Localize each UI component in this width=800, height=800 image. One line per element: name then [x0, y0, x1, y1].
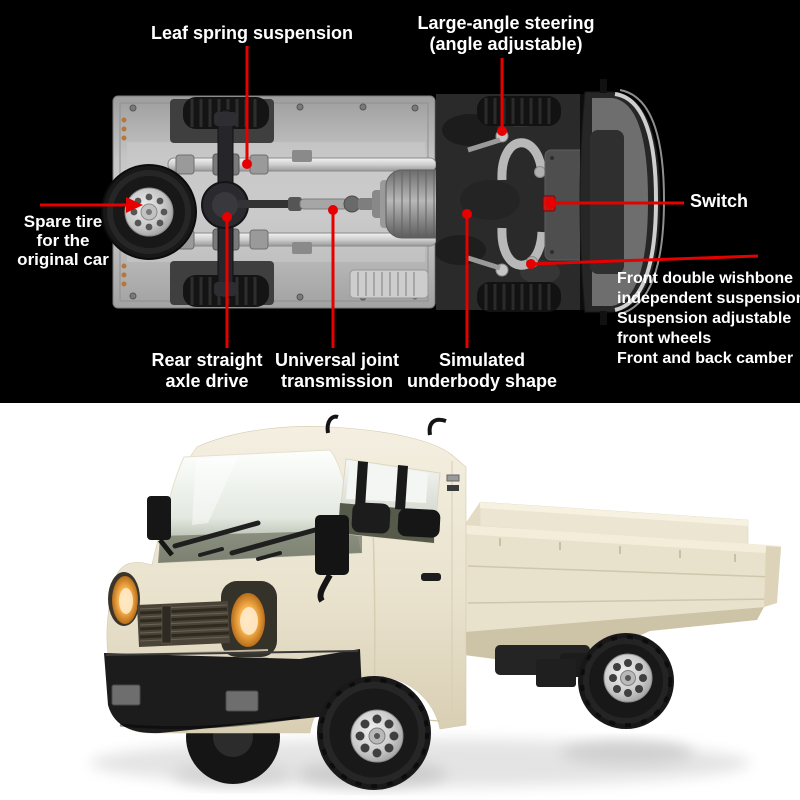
- label-front-suspension-line4: front wheels: [617, 330, 712, 347]
- bumper-marker-right: [225, 690, 259, 712]
- seat: [397, 508, 441, 538]
- right-mirror: [315, 515, 349, 575]
- label-front-suspension-line3: Suspension adjustable: [617, 310, 792, 327]
- label-spare-tire: Spare tire for the original car: [17, 212, 109, 269]
- label-spare-tire-line2: for the: [36, 231, 90, 250]
- hinge-pins: [121, 117, 127, 287]
- label-front-suspension-line5: Front and back camber: [617, 350, 794, 367]
- label-front-suspension-line1: Front double wishbone: [617, 270, 793, 287]
- truck-photo: [90, 414, 781, 790]
- truck-front-face: [108, 572, 277, 672]
- window-pillar: [355, 461, 368, 508]
- label-large-angle-steering-line2: (angle adjustable): [429, 34, 583, 54]
- roof-hook: [325, 414, 339, 434]
- label-large-angle-steering: Large-angle steering (angle adjustable): [417, 13, 594, 55]
- chassis-illustration: [40, 46, 759, 348]
- label-spare-tire-line1: Spare tire: [23, 212, 103, 231]
- windshield: [157, 449, 363, 564]
- front-wheel: [317, 676, 431, 790]
- wipers: [172, 520, 318, 561]
- label-front-suspension: Front double wishbone independent suspen…: [617, 269, 800, 369]
- grille: [137, 601, 230, 647]
- front-wheels: [477, 96, 561, 312]
- label-large-angle-steering-line1: Large-angle steering: [417, 13, 595, 33]
- roof-hook: [427, 417, 447, 436]
- pillar-vent: [446, 474, 460, 482]
- label-spare-tire-line3: original car: [17, 250, 109, 269]
- chassis-diagram-section: Leaf spring suspension Large-angle steer…: [0, 0, 800, 403]
- rear-wheel: [578, 633, 674, 729]
- label-universal-joint-line2: transmission: [280, 371, 394, 391]
- front-bumper: [104, 649, 362, 734]
- label-leaf-spring-suspension: Leaf spring suspension: [150, 23, 354, 43]
- label-underbody-shape: Simulated underbody shape: [407, 350, 557, 392]
- rear-axle-driveline: [201, 109, 374, 299]
- seat: [351, 502, 391, 534]
- window-pillar: [395, 465, 408, 510]
- bed-bolts: [129, 103, 419, 301]
- label-switch: Switch: [690, 191, 749, 211]
- label-universal-joint: Universal joint transmission: [275, 350, 399, 392]
- label-universal-joint-line1: Universal joint: [274, 350, 400, 370]
- battery-door: [349, 269, 429, 299]
- label-rear-axle-line2: axle drive: [165, 371, 249, 391]
- door-handle: [421, 573, 441, 581]
- cab-details: [147, 414, 460, 603]
- label-rear-axle-line1: Rear straight: [151, 350, 263, 370]
- pillar-vent: [447, 485, 459, 491]
- label-underbody-shape-line2: underbody shape: [406, 371, 558, 391]
- truck-photo-section: [0, 403, 800, 800]
- left-mirror: [147, 496, 171, 540]
- label-rear-axle: Rear straight axle drive: [151, 350, 262, 392]
- callout-lines: [40, 46, 759, 348]
- spare-tire: [101, 164, 197, 260]
- leaf-springs: [167, 150, 437, 254]
- label-front-suspension-line2: independent suspension: [617, 290, 800, 307]
- label-underbody-shape-line1: Simulated: [438, 350, 526, 370]
- side-window: [337, 458, 441, 544]
- bumper-marker-left: [111, 684, 141, 706]
